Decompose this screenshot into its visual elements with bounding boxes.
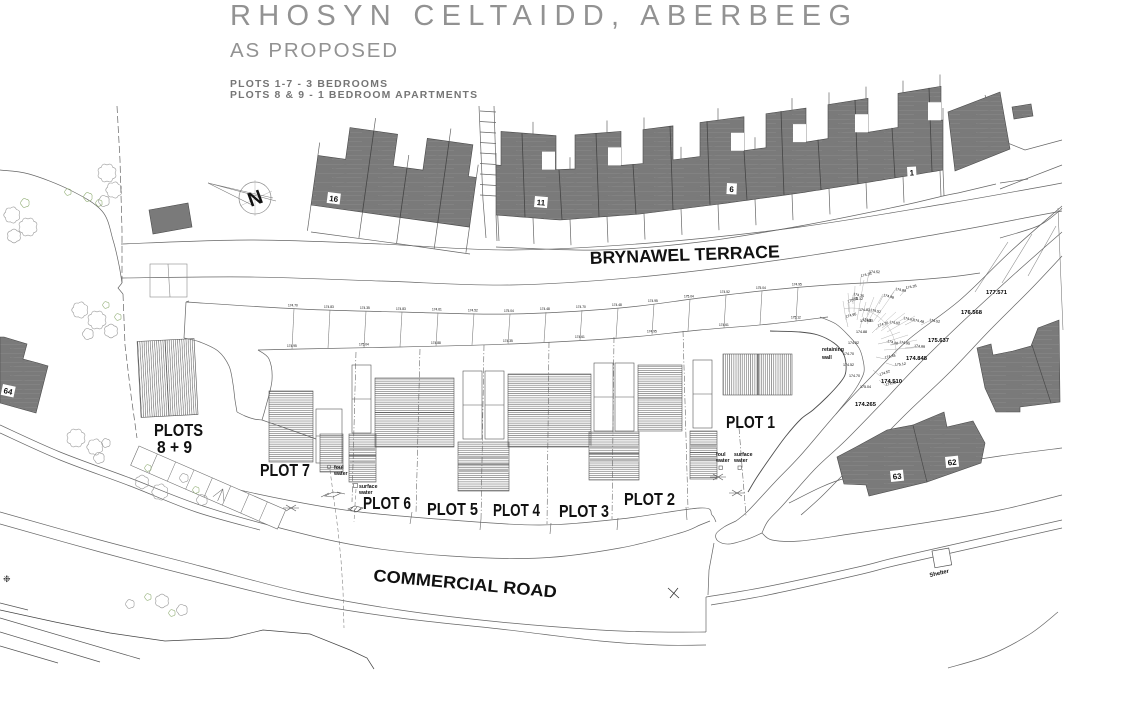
svg-text:174.52: 174.52 [468, 308, 478, 312]
svg-text:PLOT 2: PLOT 2 [624, 489, 675, 509]
svg-text:174.95: 174.95 [845, 312, 857, 319]
svg-text:175.04: 175.04 [504, 309, 514, 313]
svg-text:❉: ❉ [3, 574, 11, 584]
svg-text:PLOT 6: PLOT 6 [363, 493, 411, 513]
svg-text:177.571: 177.571 [986, 290, 1008, 296]
svg-text:174.48: 174.48 [884, 353, 896, 360]
svg-text:174.95: 174.95 [899, 340, 910, 346]
svg-text:174.35: 174.35 [853, 292, 865, 298]
svg-text:175.04: 175.04 [860, 385, 871, 389]
svg-text:surface: surface [359, 484, 378, 490]
svg-text:water: water [333, 471, 348, 477]
svg-text:174.95: 174.95 [862, 317, 874, 323]
svg-text:water: water [733, 458, 748, 464]
svg-text:174.95: 174.95 [792, 283, 802, 287]
svg-text:foul: foul [716, 452, 726, 458]
svg-text:175.12: 175.12 [847, 296, 859, 304]
svg-text:175.12: 175.12 [852, 297, 863, 301]
svg-text:174.61: 174.61 [432, 308, 442, 312]
svg-text:175.04: 175.04 [756, 286, 766, 290]
svg-text:174.52: 174.52 [843, 363, 854, 367]
svg-text:1: 1 [909, 168, 914, 177]
svg-text:174.52: 174.52 [720, 290, 730, 294]
svg-text:174.95: 174.95 [648, 299, 658, 303]
svg-text:174.35: 174.35 [503, 339, 513, 343]
svg-text:174.70: 174.70 [849, 374, 860, 378]
svg-text:Shelter: Shelter [929, 569, 950, 579]
svg-text:174.848: 174.848 [906, 356, 928, 362]
svg-text:175.04: 175.04 [684, 294, 694, 298]
svg-text:64: 64 [3, 386, 14, 397]
svg-text:174.61: 174.61 [575, 335, 585, 339]
svg-text:174.95: 174.95 [647, 330, 657, 334]
svg-text:wall: wall [821, 355, 832, 361]
svg-text:174.83: 174.83 [860, 319, 871, 323]
svg-text:AS PROPOSED: AS PROPOSED [230, 39, 397, 62]
svg-text:174.83: 174.83 [885, 380, 897, 387]
svg-text:water: water [715, 458, 730, 464]
svg-text:174.52: 174.52 [848, 341, 859, 345]
svg-text:PLOTS: PLOTS [154, 420, 203, 440]
svg-text:174.52: 174.52 [929, 318, 941, 324]
svg-text:PLOT 7: PLOT 7 [260, 460, 310, 480]
svg-text:174.70: 174.70 [576, 305, 586, 309]
svg-text:retaining: retaining [822, 347, 844, 353]
svg-text:174.88: 174.88 [914, 344, 925, 349]
svg-text:RHOSYN CELTAIDD, ABERBEEG: RHOSYN CELTAIDD, ABERBEEG [230, 0, 851, 32]
svg-text:174.48: 174.48 [612, 303, 622, 307]
svg-text:176.568: 176.568 [961, 310, 983, 316]
svg-text:surface: surface [734, 452, 753, 458]
svg-text:174.83: 174.83 [396, 307, 406, 311]
svg-text:174.88: 174.88 [431, 341, 441, 345]
svg-text:N: N [245, 186, 266, 212]
svg-text:174.35: 174.35 [360, 306, 370, 310]
svg-text:174.88: 174.88 [883, 293, 895, 300]
svg-text:62: 62 [947, 458, 957, 468]
svg-text:174.88: 174.88 [895, 287, 907, 293]
svg-text:174.48: 174.48 [540, 307, 550, 311]
svg-text:PLOT 3: PLOT 3 [559, 501, 609, 521]
svg-text:PLOT 4: PLOT 4 [493, 500, 540, 520]
svg-text:175.12: 175.12 [791, 316, 801, 320]
svg-text:174.70: 174.70 [877, 321, 889, 328]
svg-text:174.35: 174.35 [905, 284, 917, 290]
svg-text:174.88: 174.88 [856, 330, 867, 334]
svg-text:175.637: 175.637 [928, 338, 949, 344]
svg-text:174.52: 174.52 [889, 320, 900, 326]
svg-text:174.52: 174.52 [870, 308, 882, 314]
svg-text:16: 16 [329, 194, 339, 204]
svg-text:PLOT 5: PLOT 5 [427, 499, 478, 519]
svg-text:174.61: 174.61 [719, 323, 729, 327]
svg-text:11: 11 [536, 198, 546, 208]
svg-text:174.70: 174.70 [288, 304, 298, 308]
svg-text:6: 6 [729, 185, 734, 194]
svg-text:174.35: 174.35 [860, 272, 872, 278]
svg-text:PLOT 1: PLOT 1 [726, 412, 775, 432]
svg-text:174.48: 174.48 [913, 318, 925, 324]
svg-text:174.70: 174.70 [843, 352, 854, 356]
svg-text:174.83: 174.83 [324, 305, 334, 309]
svg-text:foul: foul [334, 465, 344, 471]
svg-text:PLOTS 8 & 9 - 1 BEDROOM APARTM: PLOTS 8 & 9 - 1 BEDROOM APARTMENTS [230, 90, 477, 101]
svg-text:174.95: 174.95 [287, 344, 297, 348]
svg-text:175.04: 175.04 [359, 343, 369, 347]
svg-text:175.12: 175.12 [895, 362, 906, 367]
svg-text:8 + 9: 8 + 9 [157, 437, 192, 457]
svg-text:174.265: 174.265 [855, 402, 877, 408]
svg-text:63: 63 [892, 472, 902, 482]
svg-text:174.48: 174.48 [887, 339, 899, 346]
svg-text:174.510: 174.510 [881, 379, 902, 385]
svg-text:174.61: 174.61 [903, 316, 915, 322]
svg-text:174.52: 174.52 [879, 369, 891, 377]
svg-text:water: water [358, 490, 373, 496]
svg-text:174.52: 174.52 [869, 270, 880, 274]
svg-text:PLOTS 1-7 - 3 BEDROOMS: PLOTS 1-7 - 3 BEDROOMS [230, 79, 387, 90]
